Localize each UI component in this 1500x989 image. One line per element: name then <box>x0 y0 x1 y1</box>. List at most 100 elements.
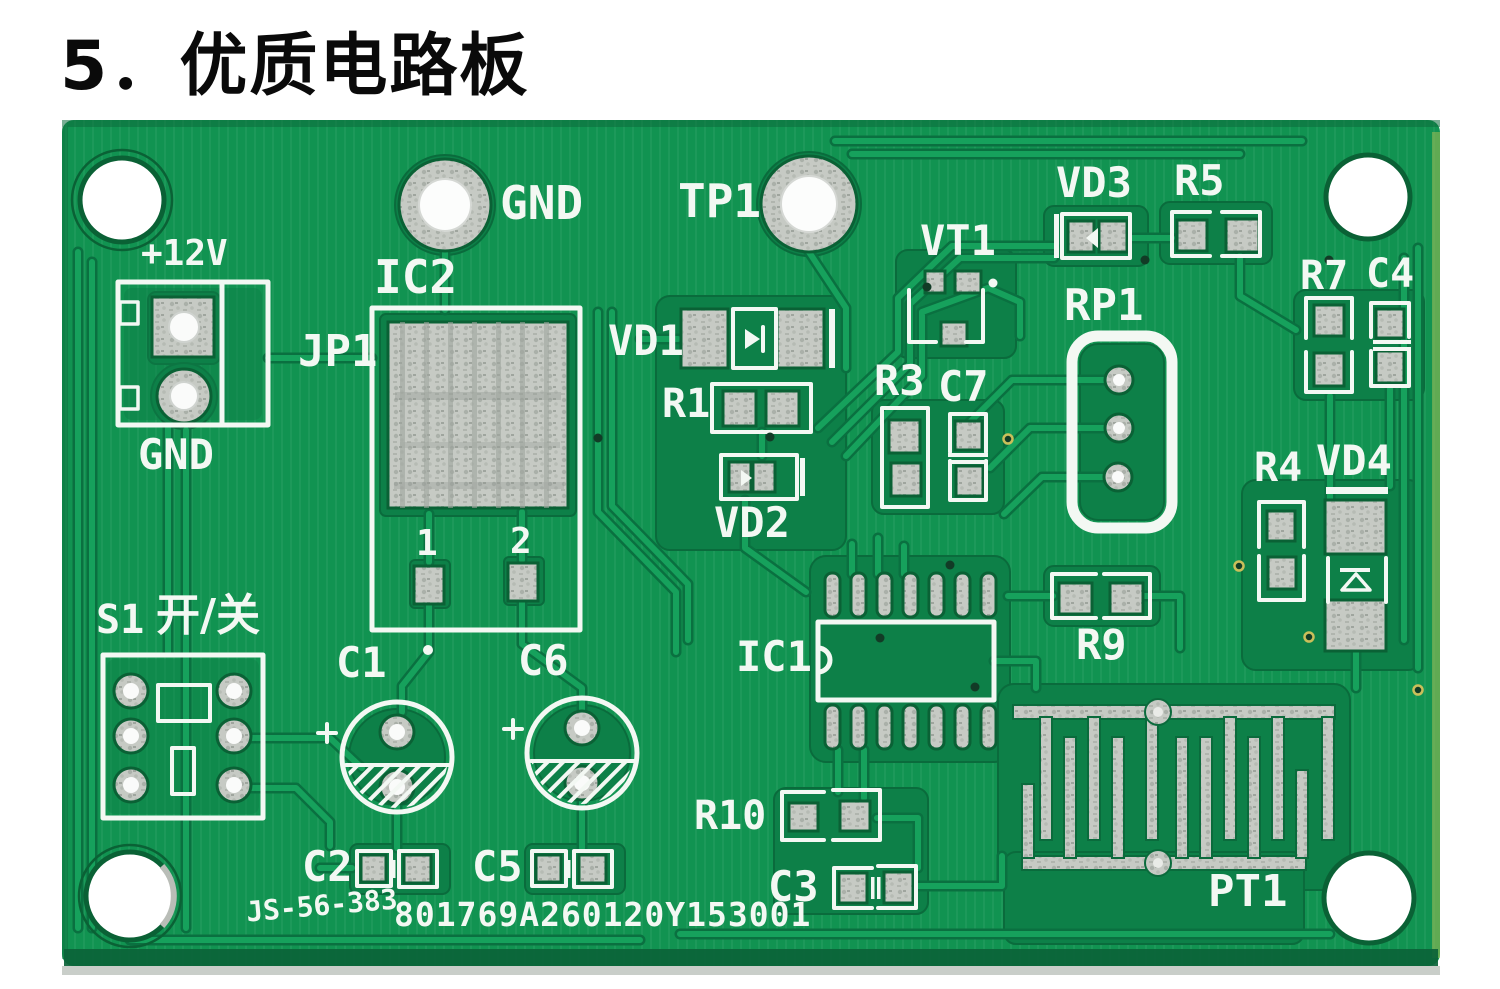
silkscreen-label-gnd-hole: GND <box>500 176 584 230</box>
footprint-r9-pads <box>1057 581 1145 616</box>
silk-c3 <box>832 864 918 910</box>
footprint-vd3-pads <box>1066 219 1129 254</box>
vias <box>593 255 1424 696</box>
footprint-s1-pads <box>112 672 253 804</box>
footprint-c7-pads <box>953 419 985 498</box>
silkscreen-label-pt1: PT1 <box>1208 866 1288 917</box>
silkscreen-label-c6: C6 <box>518 636 569 685</box>
capacitor-icon <box>567 860 576 878</box>
diode-icon <box>1086 228 1098 248</box>
footprint-r5-pads <box>1175 217 1261 254</box>
footprint-r4-pads <box>1265 509 1298 591</box>
silkscreen-label-c1: C1 <box>336 638 387 687</box>
silkscreen-label-c3: C3 <box>768 862 819 911</box>
mounting-hole-bottom-right <box>1321 850 1417 946</box>
footprint-c3-pads <box>837 870 915 905</box>
silk-vd3 <box>1054 212 1132 260</box>
silkscreen-label-rp1: RP1 <box>1064 280 1144 331</box>
pt1-serpentine <box>1012 698 1336 877</box>
mounting-hole-top-right <box>1323 152 1413 242</box>
mounting-hole-top-left <box>70 148 174 252</box>
silk-r9 <box>1050 572 1152 620</box>
silk-r3 <box>880 406 930 509</box>
silk-r10 <box>780 788 882 842</box>
silkscreen <box>100 210 1411 910</box>
silkscreen-label-switch: 开/关 <box>156 590 261 641</box>
footprint-jp1-pads <box>150 295 216 425</box>
silk-vd2 <box>719 453 805 501</box>
silk-vd1 <box>731 307 835 370</box>
footprint-ic1-pads <box>823 571 998 751</box>
silk-rp1 <box>1066 330 1178 534</box>
footprint-r7-pads <box>1312 303 1346 388</box>
diode-icon <box>741 470 752 486</box>
capacitor-icon <box>871 877 881 899</box>
silk-c6-capacitor <box>502 695 640 811</box>
silkscreen-label-vt1: VT1 <box>920 216 996 265</box>
silkscreen-label-r3: R3 <box>874 356 925 405</box>
silkscreen-label-r4: R4 <box>1254 445 1303 491</box>
silkscreen-label-c2: C2 <box>302 842 353 891</box>
footprint-r1-pads <box>721 389 801 428</box>
footprint-r3-pads <box>887 418 923 498</box>
footprint-c2-pads <box>359 853 433 885</box>
footprint-r10-pads <box>787 799 872 833</box>
silk-c1-capacitor <box>316 699 455 815</box>
component-pads <box>112 217 1406 905</box>
footprint-vd4-pads <box>1323 498 1388 653</box>
mounting-hole-bottom-left <box>77 843 183 949</box>
silk-ic1 <box>815 619 997 703</box>
silkscreen-label-gnd-connector: GND <box>138 430 214 479</box>
silkscreen-label-ic2: IC2 <box>374 250 458 304</box>
silk-r5 <box>1170 210 1262 258</box>
silk-jp1-connector <box>115 279 271 428</box>
silk-c5 <box>530 849 614 889</box>
mounting-holes <box>70 148 1417 949</box>
silkscreen-label-vd2: VD2 <box>714 498 790 547</box>
footprint-vd2-pads <box>727 460 777 494</box>
footprint-vd1-pads <box>679 307 826 370</box>
silkscreen-label-r7: R7 <box>1300 253 1349 299</box>
silk-r7 <box>1304 296 1354 394</box>
plus-icon <box>316 722 338 744</box>
silkscreen-label-c4: C4 <box>1366 251 1415 297</box>
silkscreen-label-pin2: 2 <box>510 521 532 562</box>
footprint-c4-pads <box>1374 307 1406 385</box>
capacitor-icon <box>392 860 401 878</box>
zener-diode-icon <box>1340 568 1372 592</box>
silkscreen-label-r9: R9 <box>1076 620 1127 669</box>
silk-vd4 <box>1326 487 1388 604</box>
gnd-test-hole <box>397 157 493 253</box>
silk-ic2-outline <box>369 305 583 633</box>
footprint-rp1-pads <box>1102 364 1135 493</box>
silkscreen-label-tp1: TP1 <box>678 174 762 228</box>
footprint-ic2-pads <box>386 320 570 606</box>
board-code-right: 801769A260120Y153001 <box>394 895 812 934</box>
silk-s1-switch <box>100 652 266 821</box>
silkscreen-label-vd3: VD3 <box>1056 158 1132 207</box>
silkscreen-label-r5: R5 <box>1174 156 1225 205</box>
silk-c7 <box>948 412 988 502</box>
silk-vt1 <box>907 278 998 344</box>
silkscreen-label-r10: R10 <box>694 793 767 839</box>
silkscreen-label-r1: R1 <box>662 381 711 427</box>
ic2-thermal-pad-texture <box>394 322 564 508</box>
silkscreen-label-vd1: VD1 <box>608 316 684 365</box>
silkscreen-label-pin1: 1 <box>416 523 438 564</box>
silkscreen-label-12v: +12V <box>141 233 228 274</box>
page-title: 5．优质电路板 <box>60 27 530 106</box>
silkscreen-label-jp1: JP1 <box>298 326 378 377</box>
silk-c4 <box>1369 301 1411 388</box>
silk-r1 <box>710 382 813 434</box>
silkscreen-label-vd4: VD4 <box>1316 436 1392 485</box>
silk-c2 <box>355 849 439 889</box>
diode-icon <box>745 329 760 349</box>
silk-ic2-dot <box>423 645 433 655</box>
tp1-test-hole <box>759 154 859 254</box>
silkscreen-label-c7: C7 <box>938 362 989 411</box>
capacitor-icon <box>1373 340 1411 351</box>
footprint-c5-pads <box>534 853 608 885</box>
silkscreen-label-c5: C5 <box>472 842 523 891</box>
